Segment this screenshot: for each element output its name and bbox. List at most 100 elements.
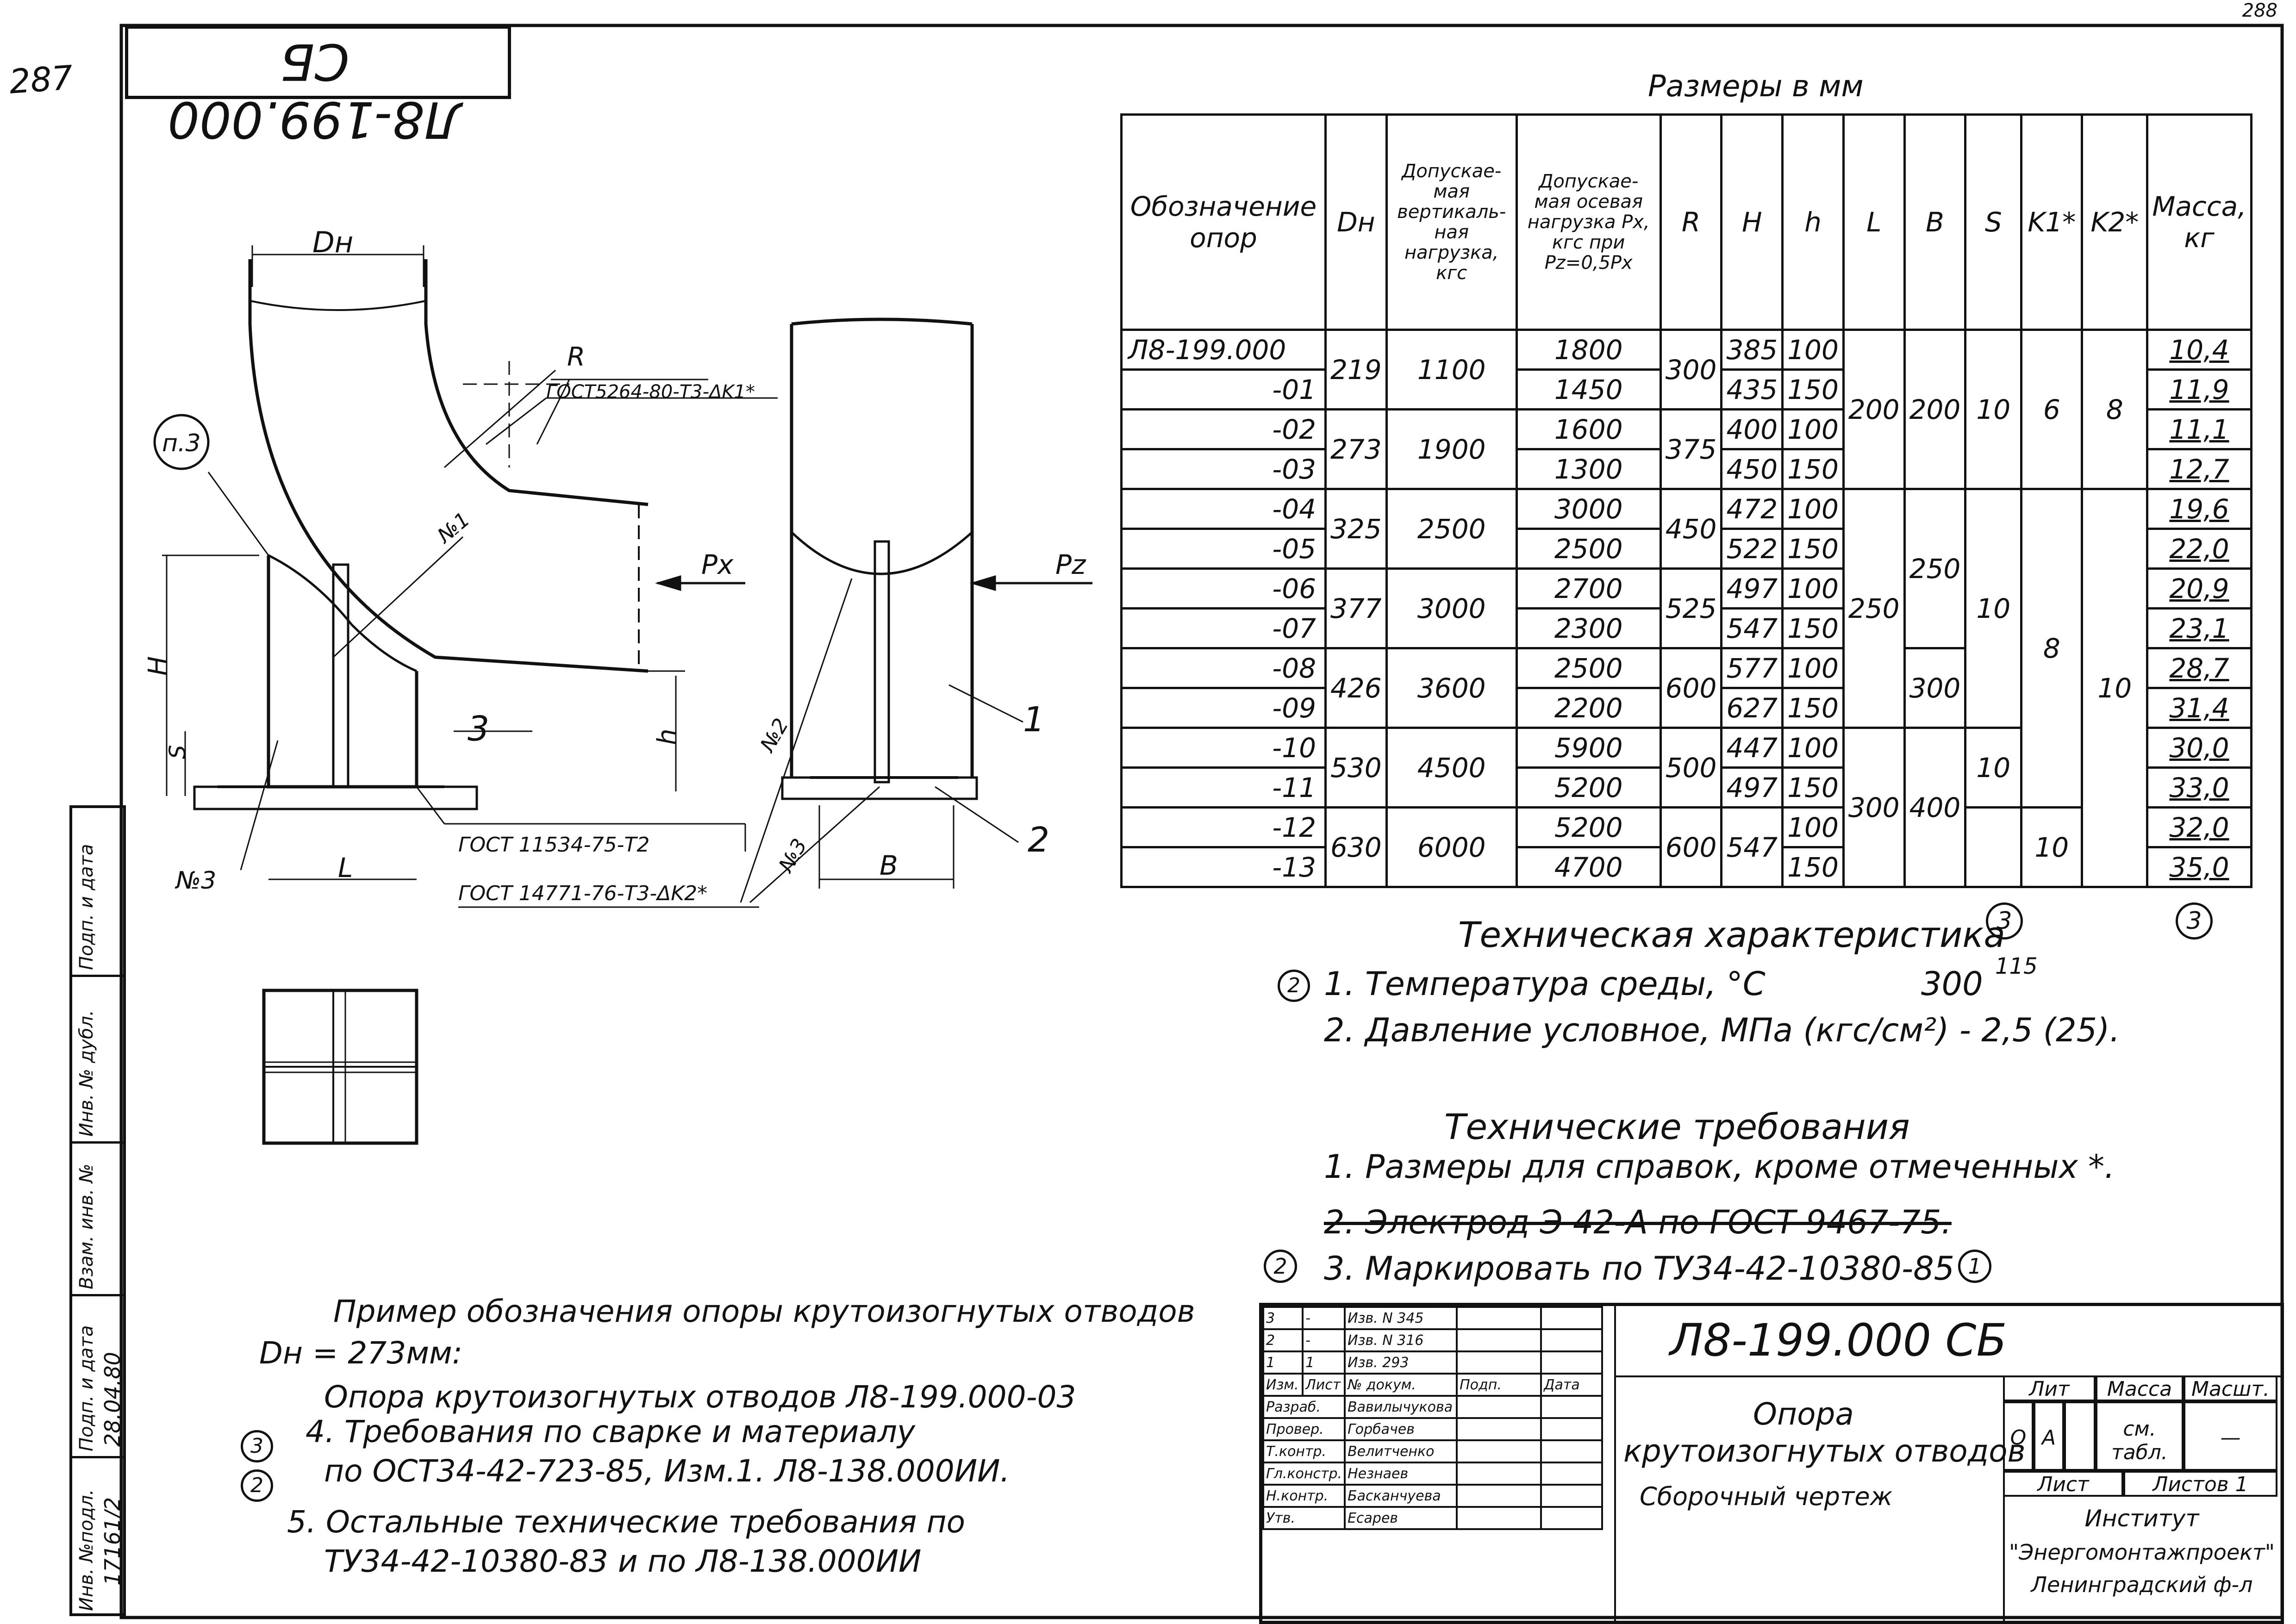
cell-r: 300 xyxy=(1659,329,1723,411)
lit-value-3 xyxy=(2064,1401,2096,1471)
signature-date xyxy=(1540,1506,1603,1530)
gost-weld3-label: ГОСТ 14771-76-Т3-ΔK2* xyxy=(458,882,707,905)
cell-mass: 33,0 xyxy=(2146,766,2252,809)
cell-axial: 3000 xyxy=(1515,488,1662,530)
tech-req-title: Технические требования xyxy=(1444,1106,1910,1147)
cell-vert: 1100 xyxy=(1385,329,1518,411)
revision-list: - xyxy=(1302,1328,1346,1352)
cell-r: 600 xyxy=(1659,806,1723,888)
lit-label: Лит xyxy=(2003,1375,2096,1401)
cell-dn: 426 xyxy=(1324,647,1388,729)
sheet-label: Лист xyxy=(2003,1471,2123,1497)
weld-3a-label: №3 xyxy=(175,867,216,895)
change-mark-circle: 2 xyxy=(241,1469,273,1502)
strip-cell-replace xyxy=(72,1141,123,1296)
cell-des: -06 xyxy=(1120,567,1327,610)
strip-inv-number: 17161/2 xyxy=(100,1497,125,1586)
cell-axial: 2200 xyxy=(1515,687,1662,729)
table-header-row: Обозначение опор Dн Допускае-мая вертика… xyxy=(1120,113,2252,331)
cell-b: 400 xyxy=(1903,727,1967,888)
cell-h: 100 xyxy=(1781,567,1845,610)
cell-h: 150 xyxy=(1781,846,1845,888)
col-H: H xyxy=(1720,113,1784,331)
cell-r: 450 xyxy=(1659,488,1723,570)
gost-weld2-label: ГОСТ 11534-75-Т2 xyxy=(458,833,649,857)
revision-list: - xyxy=(1302,1306,1346,1330)
cell-s xyxy=(1964,806,2023,888)
cell-h: 472 xyxy=(1720,488,1784,530)
cell-dn: 325 xyxy=(1324,488,1388,570)
revision-doc: Изв. N 345 xyxy=(1344,1306,1458,1330)
weld-3b-label: №3 xyxy=(774,834,812,877)
cell-r: 525 xyxy=(1659,567,1723,649)
cell-h: 447 xyxy=(1720,727,1784,769)
cell-axial: 1600 xyxy=(1515,408,1662,450)
cell-s: 10 xyxy=(1964,488,2023,729)
h-small-label: h xyxy=(652,729,682,746)
cell-axial: 4700 xyxy=(1515,846,1662,888)
cell-b: 200 xyxy=(1903,329,1967,490)
cell-axial: 2500 xyxy=(1515,528,1662,570)
cell-axial: 1800 xyxy=(1515,329,1662,371)
strip-label-dup: Инв. № дубл. xyxy=(76,1010,97,1137)
s-label: S xyxy=(165,745,191,759)
cell-des: -05 xyxy=(1120,528,1327,570)
cell-vert: 3600 xyxy=(1385,647,1518,729)
title-block-name-line-1: Опора xyxy=(1753,1396,1854,1432)
dimensions-note: Размеры в мм xyxy=(1648,69,1864,104)
cell-r: 500 xyxy=(1659,727,1723,809)
title-block-code: Л8-199.000 СБ xyxy=(1670,1314,2007,1366)
cell-h: 450 xyxy=(1720,448,1784,490)
cell-h: 627 xyxy=(1720,687,1784,729)
tech-req-item-2: 2. Электрод Э 42-А по ГОСТ 9467-75. xyxy=(1324,1203,1952,1241)
cell-mass: 30,0 xyxy=(2146,727,2252,769)
weld-1-label: №1 xyxy=(432,508,474,548)
cell-des: -07 xyxy=(1120,607,1327,649)
item-2-label: 2 xyxy=(1028,820,1049,860)
cell-mass: 11,9 xyxy=(2146,368,2252,411)
revision-izm: 3 xyxy=(1262,1306,1304,1330)
requirement-5-line-2: ТУ34-42-10380-83 и по Л8-138.000ИИ xyxy=(324,1543,922,1579)
revision-header-cell: Лист xyxy=(1302,1373,1346,1397)
signature-sign xyxy=(1456,1439,1542,1463)
b-label: B xyxy=(880,850,898,881)
cell-h: 400 xyxy=(1720,408,1784,450)
tech-char-item-2: 2. Давление условное, МПа (кгс/см²) - 2,… xyxy=(1324,1011,2120,1049)
col-S: S xyxy=(1964,113,2023,331)
supports-spec-table: Обозначение опор Dн Допускае-мая вертика… xyxy=(1120,113,2252,888)
cell-h: 100 xyxy=(1781,647,1845,689)
revision-sign xyxy=(1456,1350,1542,1375)
strip-label-inv: Инв. №подл. xyxy=(76,1489,97,1611)
cell-des: -12 xyxy=(1120,806,1327,848)
gost-weld1-label: ГОСТ5264-80-Т3-ΔK1* xyxy=(546,381,755,403)
cell-h: 385 xyxy=(1720,329,1784,371)
cell-axial: 1300 xyxy=(1515,448,1662,490)
cell-mass: 35,0 xyxy=(2146,846,2252,888)
cell-vert: 3000 xyxy=(1385,567,1518,649)
col-dn: Dн xyxy=(1324,113,1388,331)
signature-name: Незнаев xyxy=(1344,1462,1458,1486)
org-line-3: Ленинградский ф-л xyxy=(2031,1572,2253,1597)
pos-3-label: п.3 xyxy=(162,429,201,457)
revision-date xyxy=(1540,1350,1603,1375)
cell-h: 577 xyxy=(1720,647,1784,689)
cell-mass: 22,0 xyxy=(2146,528,2252,570)
cell-mass: 20,9 xyxy=(2146,567,2252,610)
signature-role: Н.контр. xyxy=(1262,1484,1346,1508)
cell-des: -03 xyxy=(1120,448,1327,490)
strip-date: 28.04.80 xyxy=(100,1352,125,1447)
col-designation: Обозначение опор xyxy=(1120,113,1327,331)
signature-role: Гл.констр. xyxy=(1262,1462,1346,1486)
cell-r: 600 xyxy=(1659,647,1723,729)
revision-list: 1 xyxy=(1302,1350,1346,1375)
cell-s: 10 xyxy=(1964,329,2023,490)
col-axial-load: Допускае-мая осевая нагрузка Px, кгс при… xyxy=(1515,113,1662,331)
revision-sign xyxy=(1456,1306,1542,1330)
